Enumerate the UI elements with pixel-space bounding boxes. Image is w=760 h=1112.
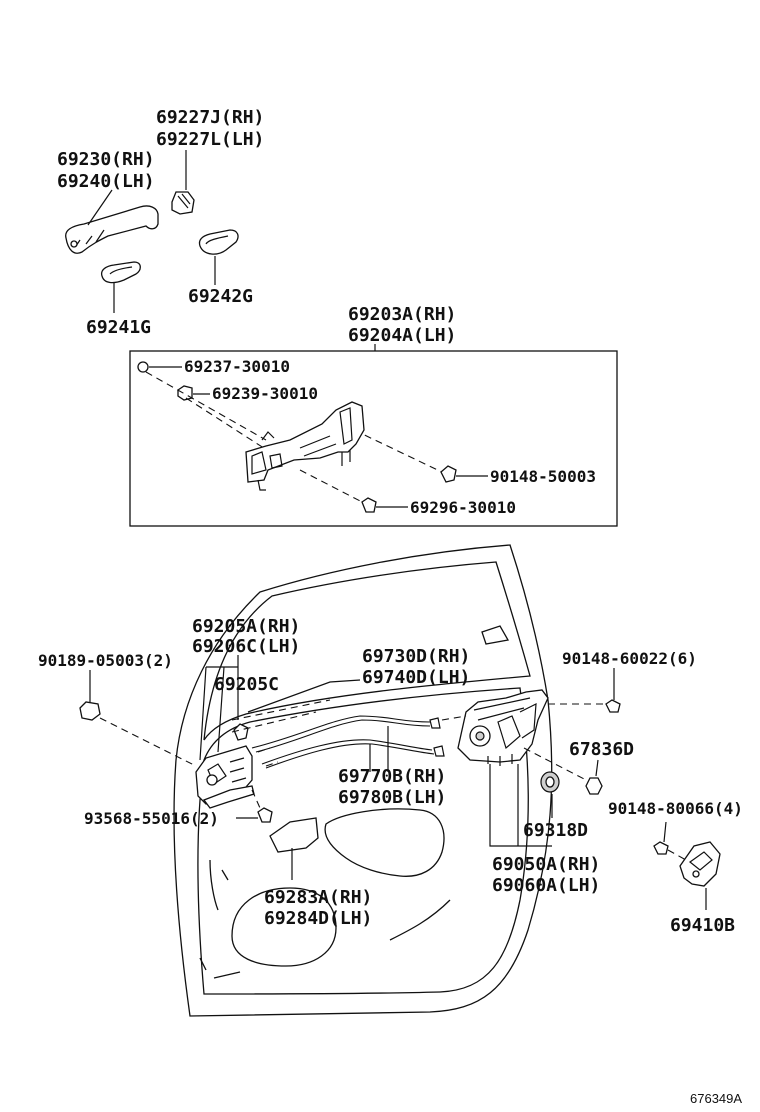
label-69203A: 69203A(RH): [348, 304, 456, 325]
label-93568-55016: 93568-55016(2): [84, 809, 219, 828]
cable-69730D: [251, 715, 431, 749]
label-69230: 69230(RH): [57, 149, 155, 170]
door-outline-window: [203, 561, 531, 741]
door-lock-group: 69205A(RH) 69206C(LH) 90189-05003(2) 692…: [38, 544, 743, 1017]
label-69237: 69237-30010: [184, 357, 290, 376]
label-90148-50003: 90148-50003: [490, 467, 596, 486]
diagram-reference-number: 676349A: [690, 1091, 742, 1106]
door-outline-outer: [173, 544, 553, 1017]
label-69284D: 69284D(LH): [264, 908, 372, 929]
label-69318D: 69318D: [523, 820, 588, 841]
bolt-90148-50003: [440, 465, 457, 483]
inside-handle-bezel: [269, 817, 319, 853]
screw-69237: [137, 361, 149, 373]
label-69204A: 69204A(LH): [348, 325, 456, 346]
bolt-90148-60022: [605, 699, 621, 713]
handle-pad-front: [198, 229, 239, 255]
label-69239: 69239-30010: [212, 384, 318, 403]
label-69242G: 69242G: [188, 286, 253, 307]
label-90148-80066: 90148-80066(4): [608, 799, 743, 818]
handle-pad-rear: [100, 261, 141, 284]
bolt-69296: [361, 497, 377, 513]
outside-door-handle: [65, 205, 159, 254]
label-90148-60022: 90148-60022(6): [562, 649, 697, 668]
clip-90189-05003: [79, 701, 101, 721]
label-69227J: 69227J(RH): [156, 107, 264, 128]
label-69410B: 69410B: [670, 915, 735, 936]
label-69283A: 69283A(RH): [264, 887, 372, 908]
label-69780B: 69780B(LH): [338, 787, 446, 808]
label-90189-05003: 90189-05003(2): [38, 651, 173, 670]
bolt-90148-80066: [653, 841, 669, 855]
handle-cover-69205C: [233, 723, 249, 741]
screw-93568-55016: [257, 807, 273, 823]
handle-cap: [171, 191, 195, 215]
label-69205A: 69205A(RH): [192, 616, 300, 637]
label-69060A: 69060A(LH): [492, 875, 600, 896]
handle-frame-assembly-group: 69203A(RH) 69204A(LH) 69237-30010 69239-…: [129, 304, 618, 527]
label-67836D: 67836D: [569, 739, 634, 760]
outside-handle-group: 69227J(RH) 69227L(LH) 69230(RH) 69240(LH…: [57, 107, 264, 338]
label-69730D: 69730D(RH): [362, 646, 470, 667]
label-69770B: 69770B(RH): [338, 766, 446, 787]
assembly-box: [129, 350, 618, 527]
striker-69410B: [679, 841, 721, 887]
clip-69239: [177, 385, 193, 401]
label-69240: 69240(LH): [57, 171, 155, 192]
grommet-67836D: [585, 777, 603, 795]
label-69205C: 69205C: [214, 674, 279, 695]
label-69050A: 69050A(RH): [492, 854, 600, 875]
label-69206C: 69206C(LH): [192, 636, 300, 657]
label-69241G: 69241G: [86, 317, 151, 338]
label-69227L: 69227L(LH): [156, 129, 264, 150]
outside-handle-frame: [245, 401, 365, 483]
label-69296: 69296-30010: [410, 498, 516, 517]
cable-69770B: [261, 739, 433, 765]
label-69740D: 69740D(LH): [362, 667, 470, 688]
